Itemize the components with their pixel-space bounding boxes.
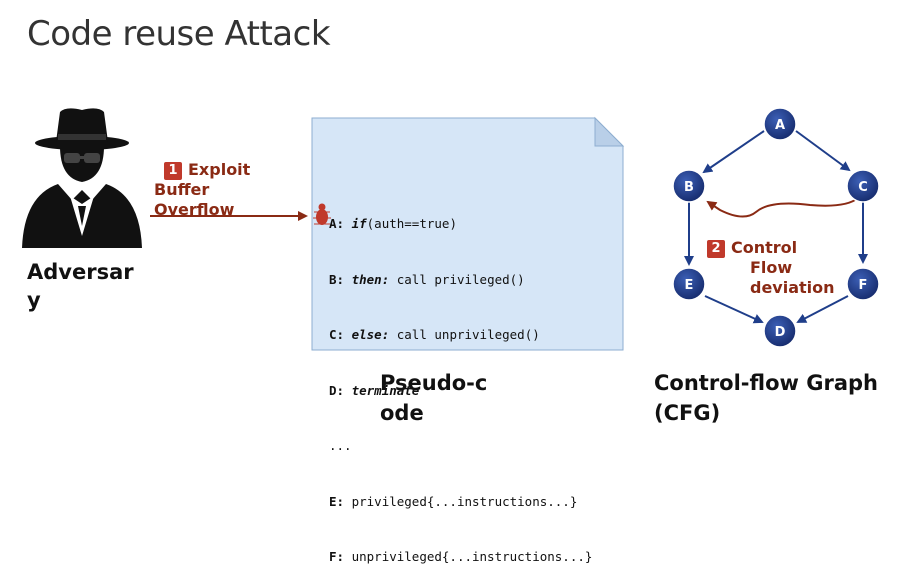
code-line: ... xyxy=(329,438,352,453)
cfg-node-label: E xyxy=(685,278,694,293)
cfg-label: Control-flow Graph (CFG) xyxy=(654,371,878,425)
cfg-node-label: B xyxy=(684,180,694,195)
cfg-node-e: E xyxy=(672,267,706,301)
cfg-node-d: D xyxy=(763,314,797,348)
cfg-node-label: D xyxy=(775,325,786,340)
cfg-node-f: F xyxy=(846,267,880,301)
cfg-node-b: B xyxy=(672,169,706,203)
step-text: deviation xyxy=(750,278,835,297)
step-text: Overflow xyxy=(154,200,235,219)
step-text: Flow xyxy=(750,258,793,277)
cfg-node-label: C xyxy=(858,180,868,195)
page-title: Code reuse Attack xyxy=(27,14,331,54)
cfg-node-label: F xyxy=(859,278,868,293)
step-text: Control xyxy=(731,238,798,257)
step-text: Buffer xyxy=(154,180,210,199)
code-line: F: unprivileged{...instructions...} xyxy=(329,549,593,564)
step-badge: 2 xyxy=(707,240,725,258)
code-line: B: then: call privileged() xyxy=(329,271,525,287)
cfg-node-c: C xyxy=(846,169,880,203)
cfg-node-a: A xyxy=(763,107,797,141)
bug-icon xyxy=(313,203,331,225)
code-line: E: privileged{...instructions...} xyxy=(329,493,578,509)
cfg-node-label: A xyxy=(775,118,785,133)
cfg-edges xyxy=(684,130,868,324)
code-line: C: else: call unprivileged() xyxy=(329,327,540,342)
step-text: Exploit xyxy=(188,160,251,179)
diagram-canvas: A B C E F D xyxy=(22,107,880,351)
step-exploit-label: 1 Exploit Buffer Overflow xyxy=(154,160,251,220)
step-deviation-label: 2 Control Flow deviation xyxy=(707,238,835,298)
code-line: A: if(auth==true) xyxy=(329,216,457,231)
pseudo-code-document xyxy=(311,116,625,351)
deviation-arrow xyxy=(706,197,859,218)
code-line: D: terminate xyxy=(329,382,420,398)
spy-icon xyxy=(22,108,142,248)
step-badge: 1 xyxy=(164,162,182,180)
pseudo-code-label: Pseudo-code xyxy=(380,371,488,425)
adversary-label: Adversary xyxy=(27,260,134,312)
